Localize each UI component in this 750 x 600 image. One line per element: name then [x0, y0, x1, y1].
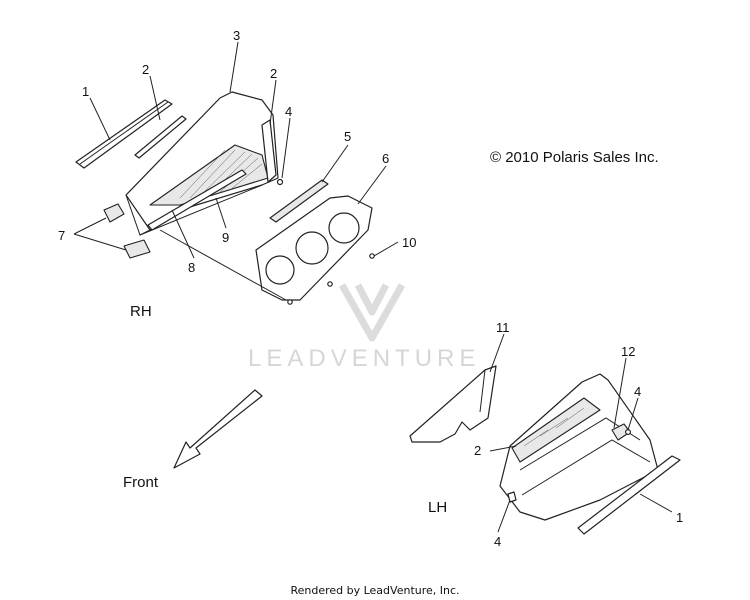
rh-screw-c [287, 299, 293, 305]
lh-callout-11: 11 [496, 320, 510, 335]
rh-leader-lines [73, 41, 399, 301]
rh-view-label: RH [130, 303, 152, 320]
rh-callout-4: 4 [285, 104, 292, 119]
rh-assembly: 1 2 3 2 4 5 6 7 8 9 10 RH [58, 28, 416, 320]
lh-callout-2: 2 [474, 443, 481, 458]
rh-housing-hatch [179, 149, 263, 199]
rh-part-4-clip [276, 178, 284, 186]
lh-callout-12: 12 [621, 344, 635, 359]
lh-callout-4: 4 [634, 384, 641, 399]
lh-part-4-clip-lower [507, 491, 517, 503]
watermark: LEADVENTURE [248, 283, 480, 372]
rh-part-10-screw [369, 253, 375, 259]
rh-gauge-right-icon [328, 212, 360, 244]
rh-callout-10: 10 [402, 235, 416, 250]
rh-callout-2b: 2 [270, 66, 277, 81]
rh-screw-b [327, 281, 333, 287]
rh-callout-2: 2 [142, 62, 149, 77]
lh-leader-lines [489, 333, 673, 533]
rh-part-5-gasket [269, 179, 329, 223]
lh-housing [499, 373, 659, 521]
rh-callout-3: 3 [233, 28, 240, 43]
rh-callout-1: 1 [82, 84, 89, 99]
rh-callout-5: 5 [344, 129, 351, 144]
lh-part-11-panel [409, 365, 497, 443]
watermark-text: LEADVENTURE [248, 345, 480, 372]
lh-part-1-trim-strip [577, 455, 681, 535]
front-label: Front [123, 474, 159, 491]
rh-part-7-cap-a [103, 203, 125, 223]
rh-part-7-cap-b [123, 239, 151, 259]
rh-part-8-bracket [147, 169, 247, 231]
footer-text: Rendered by LeadVenture, Inc. [290, 584, 459, 597]
rh-part-1-trim-strip [75, 99, 173, 169]
front-arrow-icon [173, 389, 263, 469]
lh-view-label: LH [428, 499, 447, 516]
rh-callout-6: 6 [382, 151, 389, 166]
rh-callout-8: 8 [188, 260, 195, 275]
front-arrow: Front [123, 389, 263, 491]
lh-housing-hatch [523, 407, 585, 447]
rh-part-2-side-strip [261, 119, 277, 183]
rh-gauge-center-icon [295, 231, 329, 265]
rh-callout-9: 9 [222, 230, 229, 245]
lh-callout-1: 1 [676, 510, 683, 525]
rh-gauge-left-icon [265, 255, 295, 285]
copyright-text: © 2010 Polaris Sales Inc. [490, 149, 659, 166]
lh-part-4-clip [624, 429, 631, 436]
lh-assembly: 11 12 4 2 1 4 LH [409, 320, 683, 549]
lh-callout-4b: 4 [494, 534, 501, 549]
rh-part-2-strip [134, 115, 187, 159]
rh-callout-7: 7 [58, 228, 65, 243]
watermark-logo-icon [338, 283, 406, 342]
